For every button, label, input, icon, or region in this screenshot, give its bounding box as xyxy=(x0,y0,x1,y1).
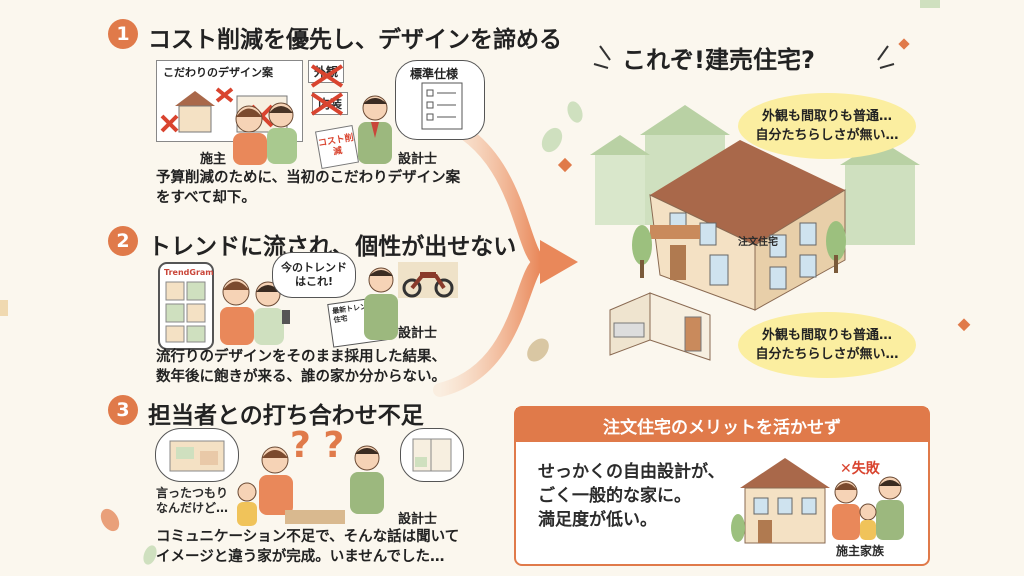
meeting-illustration xyxy=(237,446,345,526)
result-box-title: 注文住宅のメリットを活かせず xyxy=(516,408,928,442)
client-speech: 言ったつもり なんだけど… xyxy=(156,486,228,516)
client-speech-line-2: なんだけど… xyxy=(156,501,229,515)
standard-spec-label: 標準仕様 xyxy=(410,67,459,81)
fail-x-icon: ✕ xyxy=(840,461,852,477)
client-couple-illustration xyxy=(233,102,297,165)
bubble-bottom-line-1: 外観も間取りも普通… xyxy=(761,328,892,343)
headline: これぞ!建売住宅? xyxy=(622,46,815,74)
fail-label: 失敗 xyxy=(851,461,880,477)
house-sign: 注文住宅 xyxy=(738,237,778,248)
result-box: 注文住宅のメリットを活かせず せっかくの自由設計が、 ごく一般的な家に。 満足度… xyxy=(514,406,930,566)
reject-x-icons xyxy=(310,64,344,116)
motorcycle-icon xyxy=(398,262,458,298)
section-3-title: 担当者との打ち合わせ不足 xyxy=(148,403,424,429)
result-line-3: 満足度が低い。 xyxy=(538,510,657,530)
section-3-description: コミュニケーション不足で、そんな話は聞いて イメージと違う家が完成。いませんでし… xyxy=(156,527,459,567)
question-marks-icon: ? ? xyxy=(290,425,345,466)
house-illustration xyxy=(590,105,920,361)
client-speech-line-1: 言ったつもり xyxy=(156,486,229,500)
section-2-desc-line-2: 数年後に飽きが来る、誰の家か分からない。 xyxy=(156,369,446,385)
designer-illustration-1 xyxy=(358,95,392,164)
designer-illustration-3 xyxy=(350,445,384,514)
designer-imagination-cloud xyxy=(400,428,464,482)
section-1-description: 予算削減のために、当初のこだわりデザイン案 をすべて却下。 xyxy=(156,168,460,208)
section-2-desc-line-1: 流行りのデザインをそのまま採用した結果、 xyxy=(156,349,446,365)
section-3-desc-line-2: イメージと違う家が完成。いませんでした… xyxy=(156,549,445,565)
fail-badge: ✕失敗 xyxy=(840,458,880,478)
section-1-desc-line-2: をすべて却下。 xyxy=(156,190,256,206)
result-line-2: ごく一般的な家に。 xyxy=(538,486,691,506)
exterior-card: 外観 xyxy=(308,60,345,83)
trend-speech-text: 今のトレンドはこれ! xyxy=(281,261,347,288)
section-3-number: 3 xyxy=(108,395,138,425)
bubble-top-line-2: 自分たちらしさが無い… xyxy=(755,128,899,143)
bubble-bottom: 外観も間取りも普通… 自分たちらしさが無い… xyxy=(738,312,916,378)
trend-speech-bubble: 今のトレンドはこれ! xyxy=(272,252,356,298)
bubble-bottom-line-2: 自分たちらしさが無い… xyxy=(755,347,899,362)
section-1-number: 1 xyxy=(108,19,138,49)
designer-label-3: 設計士 xyxy=(398,512,438,527)
small-house-illustration xyxy=(731,458,830,544)
exclaim-lines-left xyxy=(593,45,611,69)
client-imagination-cloud xyxy=(155,428,239,482)
standard-spec-thought-cloud: 標準仕様 xyxy=(395,60,485,140)
section-3-desc-line-1: コミュニケーション不足で、そんな話は聞いて xyxy=(156,529,460,545)
result-line-1: せっかくの自由設計が、 xyxy=(538,462,725,482)
section-2-number: 2 xyxy=(108,226,138,256)
result-box-text: せっかくの自由設計が、 ごく一般的な家に。 満足度が低い。 xyxy=(538,460,725,532)
family-label: 施主家族 xyxy=(836,544,885,558)
designer-label-1: 設計士 xyxy=(398,152,438,167)
bubble-top: 外観も間取りも普通… 自分たちらしさが無い… xyxy=(738,93,916,159)
section-1-desc-line-1: 予算削減のために、当初のこだわりデザイン案 xyxy=(156,170,461,186)
bubble-top-line-1: 外観も間取りも普通… xyxy=(761,109,892,124)
phone-trendgram: TrendGram xyxy=(158,262,214,350)
designer-illustration-2 xyxy=(364,267,398,340)
designer-label-2: 設計士 xyxy=(398,326,438,341)
young-couple-illustration xyxy=(220,278,290,345)
section-1-title: コスト削減を優先し、デザインを諦める xyxy=(148,27,562,53)
family-illustration xyxy=(832,476,904,540)
section-2-description: 流行りのデザインをそのまま採用した結果、 数年後に飽きが来る、誰の家か分からない… xyxy=(156,347,446,387)
trendgram-app-name: TrendGram xyxy=(164,268,214,277)
client-label: 施主 xyxy=(200,152,227,167)
exclaim-lines-right xyxy=(877,45,895,69)
design-plan-label: こだわりのデザイン案 xyxy=(163,66,273,79)
